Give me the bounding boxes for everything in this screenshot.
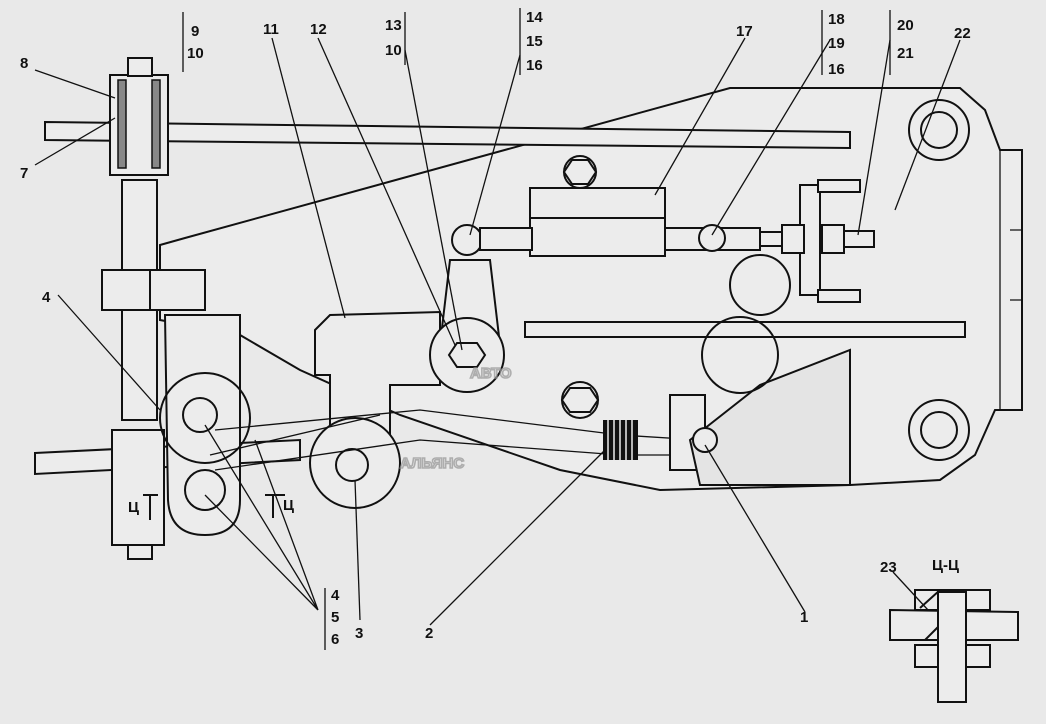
callouts: 1 2 3 4 5 6 4 7 8 9 10 11 12 13 10 14 15…	[20, 9, 971, 648]
part-1	[669, 348, 851, 486]
callout-16-b: 16	[828, 61, 845, 78]
link-rods	[209, 409, 701, 471]
callout-23: 23	[880, 559, 897, 576]
callout-3: 3	[355, 625, 363, 642]
callout-22: 22	[954, 25, 971, 42]
section-mark-left: Ц	[128, 499, 139, 516]
watermark-line2: АЛЬЯНС	[400, 455, 464, 472]
section-title: Ц-Ц	[932, 557, 959, 574]
section-view	[889, 589, 1019, 703]
bracket-20	[781, 179, 875, 303]
callout-5: 5	[331, 609, 339, 626]
callout-15: 15	[526, 33, 543, 50]
callout-11: 11	[263, 21, 279, 38]
pivot-12	[429, 224, 505, 393]
callout-16: 16	[526, 57, 543, 74]
spring-2	[603, 420, 638, 460]
callout-4-list: 4	[331, 587, 340, 604]
callout-12: 12	[310, 21, 327, 38]
section-mark-right: Ц	[283, 497, 294, 514]
callout-7: 7	[20, 165, 28, 182]
callout-4: 4	[42, 289, 51, 306]
callout-8: 8	[20, 55, 28, 72]
callout-1: 1	[800, 609, 808, 626]
section-markers	[143, 494, 285, 520]
callout-6: 6	[331, 631, 339, 648]
flat-bar	[524, 321, 966, 338]
watermark: АВТО АЛЬЯНС	[399, 364, 512, 473]
callout-10: 10	[187, 45, 204, 62]
upper-rod	[44, 120, 851, 150]
callout-2: 2	[425, 625, 433, 642]
callout-18: 18	[828, 11, 845, 28]
callout-9: 9	[191, 23, 199, 40]
callout-14: 14	[526, 9, 543, 26]
housing-bosses	[560, 99, 970, 461]
callout-10-b: 10	[385, 42, 402, 59]
callout-13: 13	[385, 17, 402, 34]
callout-21: 21	[897, 45, 914, 62]
callout-20: 20	[897, 17, 914, 34]
lever-11	[309, 310, 441, 509]
vertical-tube	[101, 57, 206, 560]
callout-19: 19	[828, 35, 845, 52]
watermark-line1: АВТО	[470, 365, 512, 382]
housing-plate	[159, 87, 1023, 492]
leader-lines	[34, 8, 961, 650]
lever-4	[159, 314, 251, 537]
callout-17: 17	[736, 23, 753, 40]
cylinder-17	[479, 155, 791, 257]
